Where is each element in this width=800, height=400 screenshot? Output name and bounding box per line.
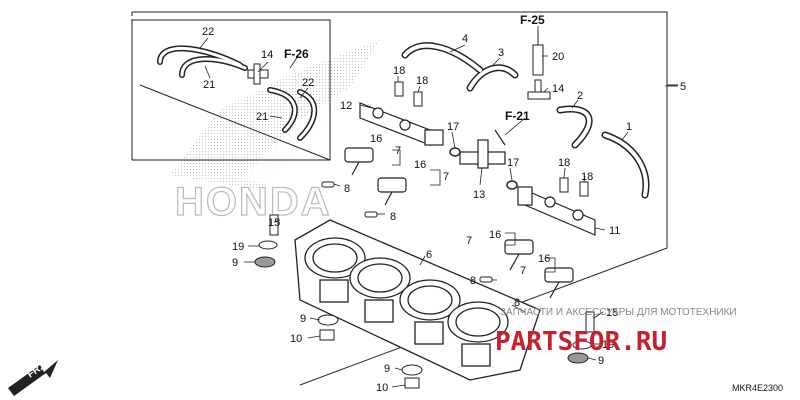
callout-10-b: 10 bbox=[376, 382, 388, 394]
leader-lines bbox=[199, 26, 678, 388]
callout-8-d: 8 bbox=[514, 297, 520, 309]
callout-8-a: 8 bbox=[344, 183, 350, 195]
callout-9-c: 9 bbox=[384, 363, 390, 375]
callout-21-b: 21 bbox=[256, 111, 268, 123]
callout-20: 20 bbox=[552, 51, 564, 63]
watermark-text: ЗАПЧАСТИ И АКСЕССУАРЫ ДЛЯ МОТОТЕХНИКИ bbox=[500, 307, 737, 318]
callout-4: 4 bbox=[462, 33, 468, 45]
watermark-logo: PARTSFOR.RU bbox=[495, 327, 667, 357]
callout-18-c: 18 bbox=[558, 157, 570, 169]
callout-19-a: 19 bbox=[232, 241, 244, 253]
ref-f25: F-25 bbox=[520, 13, 545, 27]
callout-11: 11 bbox=[609, 225, 620, 237]
callout-17-b: 17 bbox=[507, 157, 519, 169]
direction-indicator: FR. bbox=[8, 360, 58, 396]
callout-14-b: 14 bbox=[552, 83, 564, 95]
reference-codes: F-26 F-25 F-21 bbox=[284, 13, 545, 123]
callout-16-b: 16 bbox=[414, 159, 426, 171]
callout-15-a: 15 bbox=[268, 217, 280, 229]
honda-wing-logo: HONDA bbox=[170, 40, 380, 225]
tee-fitting-inset bbox=[247, 63, 269, 85]
callout-21-a: 21 bbox=[203, 79, 215, 91]
callout-1: 1 bbox=[626, 121, 632, 133]
vacuum-fitting bbox=[527, 30, 551, 100]
callout-22-b: 22 bbox=[302, 77, 314, 89]
fuel-rail-upper bbox=[359, 102, 444, 146]
callout-7-d: 7 bbox=[520, 265, 526, 277]
callout-2: 2 bbox=[577, 90, 583, 102]
brand-mark: HONDA bbox=[175, 180, 332, 224]
callout-14-a: 14 bbox=[261, 49, 273, 61]
throttle-body bbox=[294, 219, 541, 381]
callout-22-a: 22 bbox=[202, 26, 214, 38]
callout-6: 6 bbox=[426, 249, 432, 261]
inset-box bbox=[131, 19, 331, 161]
callout-18-a: 18 bbox=[393, 65, 405, 77]
callout-17-a: 17 bbox=[447, 121, 459, 133]
callout-7-a: 7 bbox=[395, 145, 401, 157]
injectors bbox=[344, 147, 574, 299]
callout-18-b: 18 bbox=[416, 75, 428, 87]
callout-7-c: 7 bbox=[466, 235, 472, 247]
callout-13: 13 bbox=[473, 189, 485, 201]
callout-18-d: 18 bbox=[581, 171, 593, 183]
ref-f26: F-26 bbox=[284, 47, 309, 61]
mounting-hardware bbox=[254, 214, 595, 389]
callout-12: 12 bbox=[340, 100, 352, 112]
callout-16-c: 16 bbox=[489, 229, 501, 241]
callout-19-b: 19 bbox=[602, 339, 614, 351]
drawing-code: MKR4E2300 bbox=[732, 383, 783, 393]
fuel-rail-lower bbox=[517, 186, 596, 236]
callout-9-a: 9 bbox=[232, 257, 238, 269]
callout-15-b: 15 bbox=[606, 307, 618, 319]
callout-7-b: 7 bbox=[443, 171, 449, 183]
callout-16-a: 16 bbox=[370, 133, 382, 145]
callout-16-d: 16 bbox=[538, 253, 550, 265]
callout-8-b: 8 bbox=[390, 211, 396, 223]
callout-10-a: 10 bbox=[290, 333, 302, 345]
callout-9-b: 9 bbox=[300, 313, 306, 325]
callout-3: 3 bbox=[498, 47, 504, 59]
fuel-tee-13 bbox=[459, 129, 506, 169]
callout-8-c: 8 bbox=[470, 275, 476, 287]
ref-f21: F-21 bbox=[505, 109, 530, 123]
callout-labels: 22 21 14 21 22 4 3 20 14 2 1 5 18 18 12 … bbox=[202, 26, 686, 394]
watermark: ЗАПЧАСТИ И АКСЕССУАРЫ ДЛЯ МОТОТЕХНИКИ PA… bbox=[495, 307, 737, 357]
callout-9-d: 9 bbox=[598, 355, 604, 367]
callout-5: 5 bbox=[680, 81, 686, 93]
